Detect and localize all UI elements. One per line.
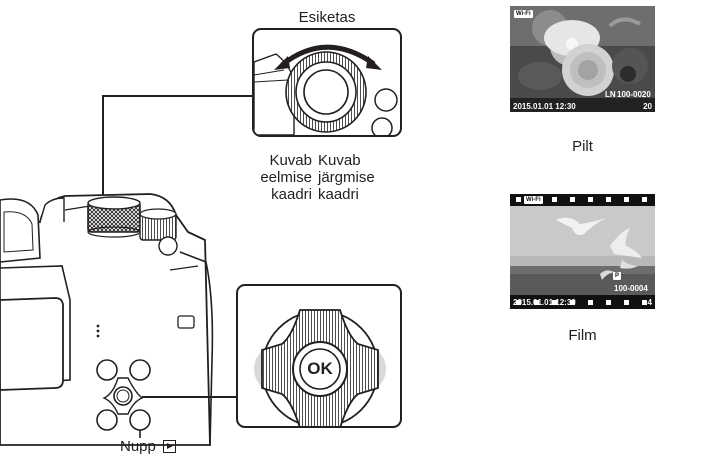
button-top-left <box>97 360 117 380</box>
movie-caption: Film <box>510 327 655 344</box>
playback-button-label: Nupp <box>120 438 176 455</box>
ok-button-label: OK <box>300 358 340 380</box>
previous-frame-label: Kuvab eelmise kaadri <box>248 152 312 203</box>
file-number: 100-0020 <box>617 90 651 99</box>
arrow-pad-closeup-icon <box>238 286 400 426</box>
photo-datetime: 2015.01.01 12:30 <box>513 102 576 111</box>
photo-caption: Pilt <box>510 138 655 155</box>
photo-playback-screen: Wi-Fi LN 100-0020 2015.01.01 12:30 20 <box>510 6 655 112</box>
front-dial-icon <box>88 197 140 237</box>
movie-frame-count: 4 <box>648 298 652 307</box>
dial-closeup-icon <box>254 30 400 135</box>
photo-frame-count: 20 <box>643 102 652 111</box>
movie-mode-badge: P <box>613 272 621 280</box>
movie-datetime: 2015.01.01 12:30 <box>513 298 576 307</box>
lcd-screen <box>0 298 63 390</box>
button-bottom-right <box>130 410 150 430</box>
play-triangle-icon <box>163 440 176 453</box>
movie-playback-screen: Wi-Fi P 100-0004 2015.01.01 12:30 4 <box>510 194 655 309</box>
quality-indicator: LN <box>605 90 616 99</box>
movie-wifi-badge: Wi-Fi <box>524 196 543 204</box>
viewfinder-eyecup <box>0 199 40 262</box>
arrow-pad-callout-box: OK <box>236 284 402 428</box>
dial-callout-box <box>252 28 402 137</box>
next-frame-label: Kuvab järgmise kaadri <box>318 152 398 203</box>
dial-leader-line <box>103 96 252 196</box>
dial-callout-label: Esiketas <box>252 9 402 26</box>
button-top-right <box>130 360 150 380</box>
movie-file-number: 100-0004 <box>614 284 648 293</box>
wifi-badge: Wi-Fi <box>514 10 533 18</box>
button-bottom-left <box>97 410 117 430</box>
